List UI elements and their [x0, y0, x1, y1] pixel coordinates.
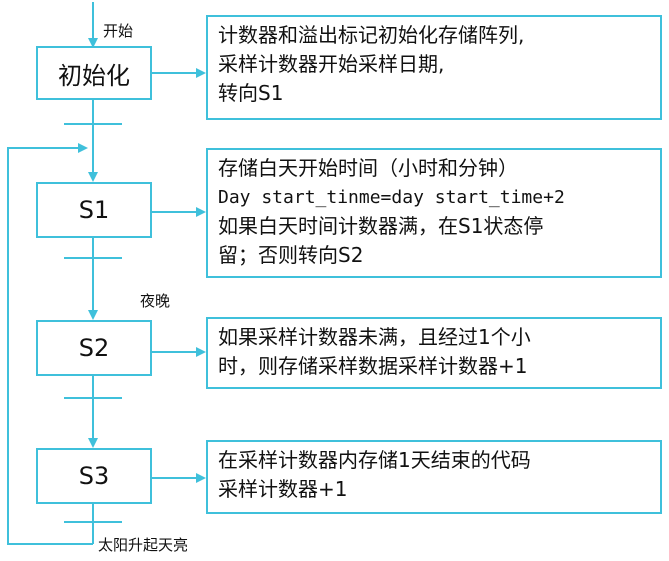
note-s2: 如果采样计数器未满，且经过1个小 时，则存储采样数据采样计数器+1 — [206, 317, 662, 389]
loop-back-line — [7, 143, 93, 545]
note-s2-line-2: 时，则存储采样数据采样计数器+1 — [218, 354, 528, 378]
note-s1-line-4: 留；否则转向S2 — [218, 243, 364, 267]
note-init: 计数器和溢出标记初始化存储阵列, 采样计数器开始采样日期, 转向S1 — [206, 15, 662, 120]
state-s3-label: S3 — [78, 462, 110, 490]
note-init-line-3: 转向S1 — [218, 81, 284, 105]
state-init-label: 初始化 — [58, 61, 130, 90]
state-s2-label: S2 — [78, 334, 110, 362]
note-s1-line-3: 如果白天时间计数器满，在S1状态停 — [218, 214, 544, 238]
night-label: 夜晚 — [140, 292, 171, 310]
sunrise-label: 太阳升起天亮 — [98, 536, 189, 554]
note-s3-line-1: 在采样计数器内存储1天结束的代码 — [218, 448, 531, 472]
note-s1: 存储白天开始时间（小时和分钟） Day start_tinme=day star… — [206, 148, 662, 278]
state-s1-label: S1 — [78, 196, 110, 224]
note-s1-line-2: Day start_tinme=day start_time+2 — [218, 187, 565, 208]
note-s2-line-1: 如果采样计数器未满，且经过1个小 — [218, 325, 531, 349]
state-s3: S3 — [36, 448, 152, 504]
note-init-line-2: 采样计数器开始采样日期, — [218, 52, 445, 76]
start-label: 开始 — [103, 22, 134, 40]
note-s3: 在采样计数器内存储1天结束的代码 采样计数器+1 — [206, 440, 662, 514]
note-s1-line-1: 存储白天开始时间（小时和分钟） — [218, 156, 518, 180]
note-s3-line-2: 采样计数器+1 — [218, 477, 348, 501]
state-s2: S2 — [36, 320, 152, 376]
note-init-line-1: 计数器和溢出标记初始化存储阵列, — [218, 23, 525, 47]
state-s1: S1 — [36, 182, 152, 238]
state-init: 初始化 — [36, 46, 152, 100]
